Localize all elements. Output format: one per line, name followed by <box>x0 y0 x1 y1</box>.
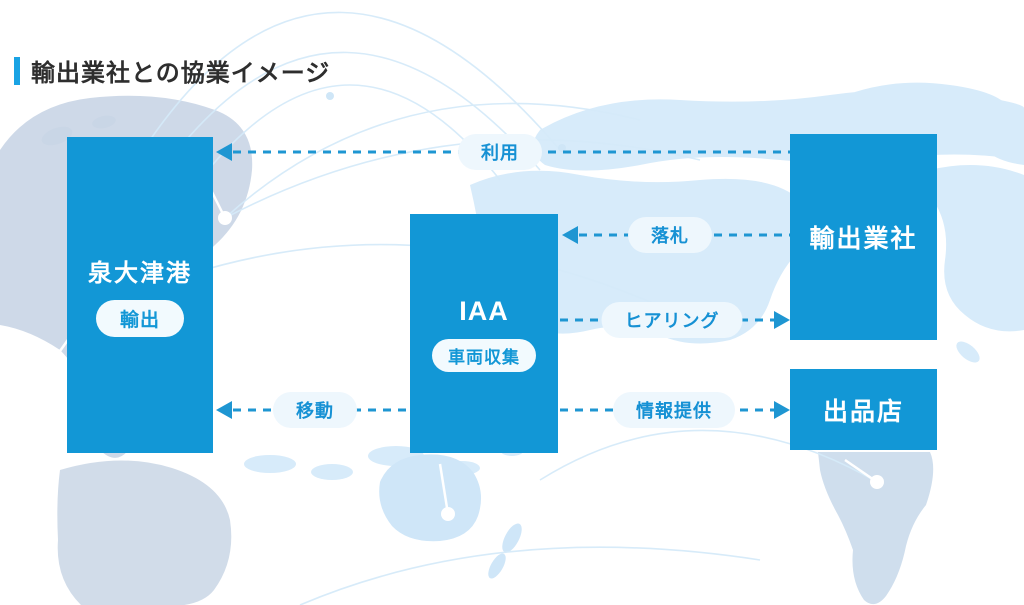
arrow-label-move: 移動 <box>273 392 357 428</box>
node-label: 輸出業社 <box>809 225 918 253</box>
arrow-label-info: 情報提供 <box>613 392 735 428</box>
arrowhead-left-icon <box>562 226 578 244</box>
page-title: 輸出業社との協業イメージ <box>31 60 331 87</box>
arrowhead-right-icon <box>774 401 790 419</box>
arrow-label-hearing: ヒアリング <box>601 302 743 338</box>
node-badge: 車両収集 <box>432 338 536 372</box>
node-label: IAA <box>459 295 509 326</box>
title-accent-bar <box>14 56 20 85</box>
node-badge: 輸出 <box>95 300 184 337</box>
node-label: 出品店 <box>822 397 904 426</box>
node-iaa: IAA 車両収集 <box>410 214 558 453</box>
node-label: 泉大津港 <box>88 260 192 287</box>
arrow-label-winning-bid: 落札 <box>628 217 712 253</box>
arrow-label-usage: 利用 <box>458 134 542 170</box>
node-seller-store: 出品店 <box>790 369 937 450</box>
arrowhead-left-icon <box>216 401 232 419</box>
arrowhead-right-icon <box>774 311 790 329</box>
node-export-company: 輸出業社 <box>790 134 937 340</box>
page-header: 輸出業社との協業イメージ <box>14 53 330 88</box>
node-izumiotsu-port: 泉大津港 輸出 <box>67 137 213 453</box>
flight-arcs <box>119 11 878 605</box>
arrowhead-left-icon <box>216 143 232 161</box>
